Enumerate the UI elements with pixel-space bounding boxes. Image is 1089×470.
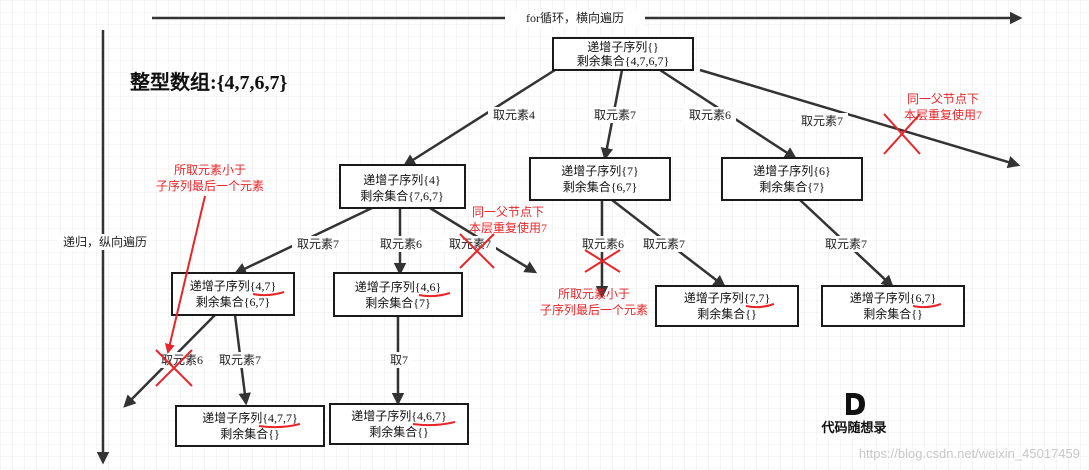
node-subsequence: 递增子序列{7} [561,163,639,178]
edge-label-bg [375,236,427,252]
node-remaining: 剩余集合{4,7,6,7} [577,53,670,68]
cross-icon [584,249,621,273]
edge-label-bg [386,352,412,368]
node-remaining: 剩余集合{7} [365,295,431,310]
edge-label-bg [488,107,540,123]
node-subsequence: 递增子序列{7,7} [684,290,771,305]
cross-icon [155,349,193,387]
node-box [339,164,466,209]
underline-n46 [418,292,451,298]
node-n477: 递增子序列{4,7,7} 剩余集合{} [175,405,325,447]
node-box [655,285,799,327]
annotation-smaller-mid-l2: 子序列最后一个元素 [540,302,648,317]
node-n6: 递增子序列{6} 剩余集合{7} [721,157,863,201]
node-n67: 递增子序列{6,7} 剩余集合{} [821,285,965,327]
node-box [721,157,863,201]
edge-label-root-7: 取元素7 [594,108,636,122]
node-subsequence: 递增子序列{4,6} [355,279,442,294]
node-box [552,37,694,71]
edge-label-bg [292,236,344,252]
edge-label-n4-7: 取元素7 [297,237,339,251]
array-title: 整型数组:{4,7,6,7} [129,70,288,94]
node-remaining: 剩余集合{7,6,7} [360,188,444,203]
annotation-smaller-left-l2: 子序列最后一个元素 [156,178,264,193]
annotation-smaller-left-l1: 所取元素小于 [174,163,246,177]
node-root: 递增子序列{} 剩余集合{4,7,6,7} [552,37,694,71]
edge-label-bg [796,113,848,129]
underline-n477 [258,423,301,429]
annotation-smaller-mid-l1: 所取元素小于 [558,287,630,301]
node-n77: 递增子序列{7,7} 剩余集合{} [655,285,799,327]
node-remaining: 剩余集合{} [863,306,923,321]
node-remaining: 剩余集合{6,7} [196,294,271,309]
annotations: 同一父节点下 本层重复使用7 同一父节点下 本层重复使用7 所取元素小于 子序列… [156,92,982,317]
edge-label-bg [820,236,872,252]
node-subsequence: 递增子序列{4,7} [190,278,277,293]
horizontal-axis-label-bg [505,10,645,26]
edge-label-bg [684,107,736,123]
edge-label-n47-7: 取元素7 [219,353,261,367]
node-box [175,405,325,447]
edge-label-n6-7: 取元素7 [825,237,867,251]
node-n7: 递增子序列{7} 剩余集合{6,7} [529,157,671,201]
node-n46: 递增子序列{4,6} 剩余集合{7} [333,272,463,317]
edge-label-bg [638,236,690,252]
edge-root-to-n4 [402,68,556,167]
annotation-pointer-arrow [164,195,206,354]
annotation-same-parent-mid-l2: 本层重复使用7 [469,220,547,235]
edge-label-n46-7: 取7 [390,353,408,367]
node-subsequence: 递增子序列{4,6,7} [351,408,447,423]
horizontal-axis-label: for循环，横向遍历 [526,10,624,25]
node-subsequence: 递增子序列{4} [363,172,441,187]
edge-label-root-4: 取元素4 [493,108,535,122]
node-subsequence: 递增子序列{} [587,39,659,54]
node-n4: 递增子序列{4} 剩余集合{7,6,7} [339,164,466,209]
cross-icon [883,113,921,155]
node-remaining: 剩余集合{} [369,424,429,439]
node-box [821,285,965,327]
vertical-axis-label: 递归，纵向遍历 [63,234,147,249]
edge-label-n7-6: 取元素6 [582,237,624,251]
annotation-same-parent-top-l1: 同一父节点下 [907,92,979,106]
red-underlines [252,291,942,429]
watermark: https://blog.csdn.net/weixin_45017459 [859,446,1080,461]
node-remaining: 剩余集合{} [220,426,280,441]
edge-label-n4-6: 取元素6 [380,237,422,251]
edge-labels: 取元素4 取元素7 取元素6 取元素7 取元素7 取元素6 取元素7 取元素6 … [156,107,872,368]
node-box [529,157,671,201]
node-subsequence: 递增子序列{4,7,7} [202,410,298,425]
edge-label-root-6: 取元素6 [689,108,731,122]
edge-label-root-7b: 取元素7 [801,114,843,128]
node-remaining: 剩余集合{6,7} [563,179,638,194]
prune-marks [155,113,921,387]
node-subsequence: 递增子序列{6,7} [850,290,937,305]
node-remaining: 剩余集合{} [697,306,757,321]
node-remaining: 剩余集合{7} [759,179,825,194]
edge-label-bg [577,236,629,252]
logo: 代码随想录 [820,393,887,436]
underline-n47 [252,291,285,297]
annotation-same-parent-mid-l1: 同一父节点下 [472,205,544,219]
edge-label-bg [214,352,266,368]
underline-n77 [745,303,775,309]
vertical-axis-label-bg [57,234,153,250]
edge-root-to-pruned7 [699,68,1021,169]
edge-label-n7-7: 取元素7 [643,237,685,251]
underline-n467 [412,421,456,427]
annotation-same-parent-top-l2: 本层重复使用7 [904,107,982,122]
underline-n67 [912,303,942,309]
edge-label-bg [589,107,641,123]
logo-text: 代码随想录 [820,420,886,436]
cross-icon [459,233,495,269]
node-subsequence: 递增子序列{6} [753,163,831,178]
